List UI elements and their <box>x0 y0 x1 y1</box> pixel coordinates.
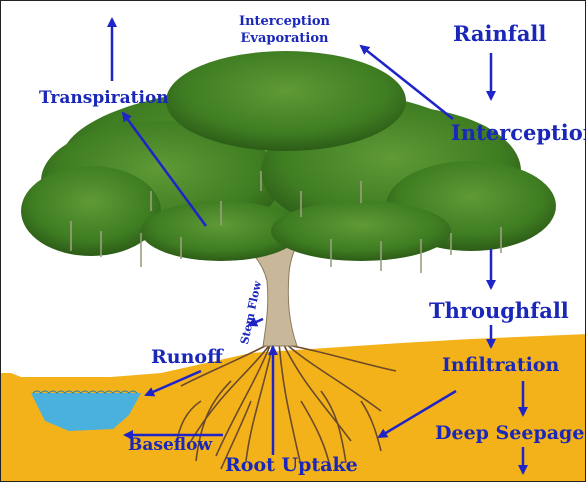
infiltration-label: Infiltration <box>442 356 559 375</box>
rainfall-label: Rainfall <box>453 23 546 44</box>
deep-seepage-label: Deep Seepage <box>435 424 584 443</box>
transpiration-label: Transpiration <box>39 90 169 107</box>
interception-evaporation-line1: Interception <box>239 13 330 30</box>
baseflow-label: Baseflow <box>128 437 212 454</box>
interception-label: Interception <box>451 122 586 143</box>
root-uptake-label: Root Uptake <box>225 456 358 475</box>
interception-evaporation-label: Interception Evaporation <box>239 13 330 47</box>
runoff-label: Runoff <box>151 348 223 367</box>
tree-canopy <box>21 51 556 261</box>
throughfall-label: Throughfall <box>429 300 569 321</box>
interception-evaporation-line2: Evaporation <box>239 30 330 47</box>
